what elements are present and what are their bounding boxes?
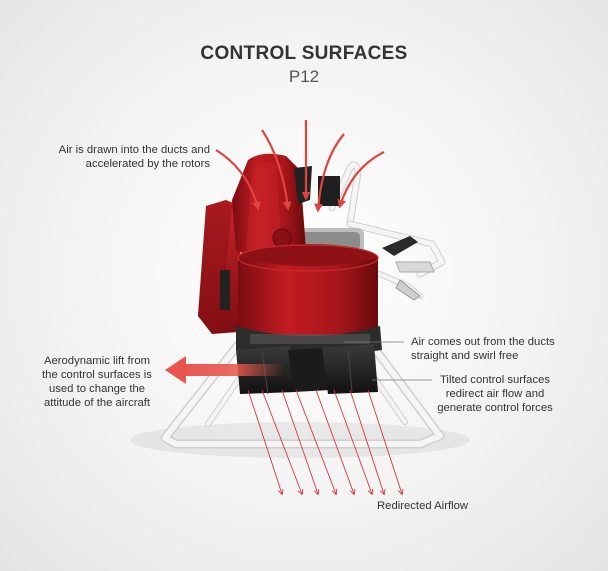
redirected-airflow-arrows <box>247 389 402 494</box>
annotation-intake-line: Air is drawn into the ducts and <box>58 144 210 156</box>
fan-duct <box>237 244 379 336</box>
annotation-lift-line: Aerodynamic lift from <box>43 355 151 367</box>
annotation-intake: Air is drawn into the ducts and accelera… <box>32 143 210 171</box>
page-subtitle: P12 <box>288 67 320 86</box>
annotation-tilted-line: redirect air flow and <box>445 388 545 400</box>
annotation-lift: Aerodynamic lift from the control surfac… <box>22 354 172 410</box>
annotation-tilted: Tilted control surfaces redirect air flo… <box>430 373 560 415</box>
fuselage <box>232 153 340 262</box>
control-surfaces <box>236 344 378 395</box>
annotation-tilted-line: generate control forces <box>437 402 553 414</box>
seat-back <box>198 200 242 334</box>
page-title: CONTROL SURFACES <box>200 43 408 64</box>
lift-arrow <box>165 356 284 384</box>
annotation-outflow-line: Air comes out from the ducts <box>411 336 555 348</box>
annotation-outflow: Air comes out from the ducts straight an… <box>411 335 591 363</box>
leader-lines <box>344 341 432 381</box>
annotation-outflow-line: straight and swirl free <box>411 350 519 362</box>
intake-arrows <box>215 120 385 213</box>
annotation-intake-line: accelerated by the rotors <box>85 158 210 170</box>
annotation-tilted-line: Tilted control surfaces <box>439 374 551 386</box>
annotation-lift-line: the control surfaces is <box>42 369 152 381</box>
annotation-redirected: Redirected Airflow <box>377 500 469 512</box>
annotation-lift-line: used to change the <box>48 383 146 395</box>
annotation-lift-line: attitude of the aircraft <box>43 397 151 409</box>
